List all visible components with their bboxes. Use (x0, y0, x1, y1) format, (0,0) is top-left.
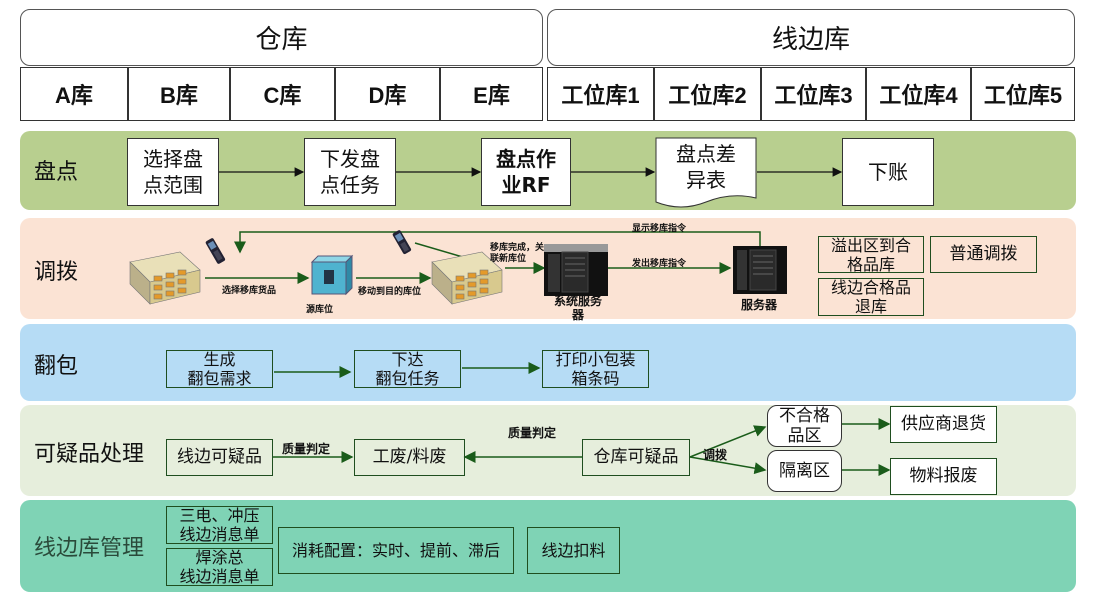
warehouse-c-cell: C库 (230, 67, 335, 121)
station-warehouse-5-cell: 工位库5 (971, 67, 1075, 121)
transfer-label: 调拨 (34, 260, 79, 285)
suspect-line-item: 线边可疑品 (166, 439, 273, 476)
lineside-deduct: 线边扣料 (527, 527, 620, 574)
warehouse-a-cell: A库 (20, 67, 128, 121)
system-server-icon (544, 244, 608, 296)
suspect-judge-label-1: 质量判定 (282, 442, 331, 456)
suspect-arrow-nonconform (689, 425, 767, 458)
inventory-step-post-account: 下账 (842, 138, 934, 206)
lineside-msg-electric-stamping: 三电、冲压 线边消息单 (166, 506, 273, 544)
handheld-scanner-icon-left (205, 238, 226, 264)
transfer-option-normal: 普通调拨 (930, 236, 1037, 273)
suspect-arrow-quarantine (689, 456, 767, 475)
repack-band (20, 324, 1076, 401)
warehouse-title: 仓库 (255, 25, 308, 55)
suspect-material-scrap: 物料报废 (890, 458, 997, 495)
transfer-label-display-command: 显示移库指令 (632, 224, 687, 234)
station-warehouse-2-cell: 工位库2 (654, 67, 761, 121)
transfer-arrow-display (234, 231, 761, 254)
repack-step-print-label: 打印小包装 箱条码 (542, 350, 649, 388)
source-bin-icon (310, 254, 354, 296)
lineside-band (20, 500, 1076, 592)
inventory-step-variance-report: 盘点差 异表 (676, 142, 736, 192)
repack-step-issue: 下达 翻包任务 (354, 350, 461, 388)
inventory-step-issue-task: 下发盘 点任务 (304, 138, 396, 206)
inventory-step-rf-operation: 盘点作 业RF (481, 138, 571, 206)
transfer-option-overflow: 溢出区到合 格品库 (818, 236, 924, 274)
station-warehouse-4-cell: 工位库4 (866, 67, 971, 121)
source-bin-label: 源库位 (306, 305, 334, 315)
repack-label: 翻包 (34, 354, 79, 379)
handheld-scanner-icon-right (392, 230, 412, 255)
server-icon (733, 246, 787, 294)
inventory-step-select-range: 选择盘 点范围 (127, 138, 219, 206)
lineside-msg-weld-paint-assembly: 焊涂总 线边消息单 (166, 548, 273, 586)
transfer-label-complete: 移库完成，关 联新库位 (490, 243, 545, 264)
warehouse-b-cell: B库 (128, 67, 230, 121)
lineside-consumption-config: 消耗配置：实时、提前、滞后 (278, 527, 514, 574)
server-label: 服务器 (741, 298, 778, 312)
warehouse-e-cell: E库 (440, 67, 543, 121)
suspect-label: 可疑品处理 (34, 442, 145, 467)
station-warehouse-3-cell: 工位库3 (761, 67, 866, 121)
transfer-label-issue-command: 发出移库指令 (632, 259, 687, 269)
suspect-scrap: 工废/料废 (354, 439, 465, 476)
system-server-label: 系统服务 器 (554, 294, 603, 322)
transfer-label-select-goods: 选择移库货品 (222, 286, 277, 296)
storage-rack-icon-right (431, 251, 503, 305)
warehouse-header: 仓库 (20, 9, 543, 66)
suspect-nonconforming-zone: 不合格 品区 (767, 405, 842, 447)
storage-rack-icon-left (129, 251, 201, 305)
lineside-label: 线边库管理 (34, 536, 145, 561)
inventory-label: 盘点 (34, 160, 79, 185)
line-warehouse-header: 线边库 (547, 9, 1075, 66)
line-warehouse-title: 线边库 (771, 25, 850, 55)
transfer-option-lineside-return: 线边合格品 退库 (818, 278, 924, 316)
transfer-label-move-to-target: 移动到目的库位 (358, 287, 422, 297)
suspect-supplier-return: 供应商退货 (890, 406, 997, 443)
inventory-variance-doc-shape (655, 137, 757, 208)
warehouse-d-cell: D库 (335, 67, 440, 121)
suspect-warehouse-item: 仓库可疑品 (582, 439, 690, 476)
suspect-quarantine-zone: 隔离区 (767, 450, 842, 492)
station-warehouse-1-cell: 工位库1 (547, 67, 654, 121)
repack-step-generate: 生成 翻包需求 (166, 350, 273, 388)
suspect-judge-label-2: 质量判定 (508, 426, 557, 440)
suspect-transfer-label: 调拨 (703, 448, 728, 462)
